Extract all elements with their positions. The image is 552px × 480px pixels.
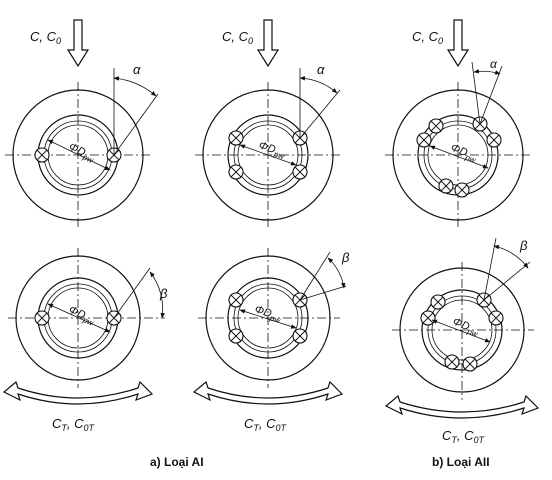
axial-load-arrow bbox=[446, 19, 470, 68]
angle-beta-label: β bbox=[159, 286, 168, 301]
ball-icon bbox=[488, 310, 504, 326]
panel-3: C, C0 α ΦDpw bbox=[385, 19, 532, 228]
ball-icon bbox=[454, 182, 470, 198]
angle-alpha-label: α bbox=[133, 62, 141, 77]
ball-icon bbox=[228, 292, 244, 308]
panel-2: C, C0 α ΦDpw bbox=[195, 19, 342, 228]
ball-icon bbox=[228, 130, 244, 146]
caption-type-aii: b) Loại AII bbox=[432, 455, 490, 469]
panel-6: β ΦDpw CT, C0T bbox=[384, 237, 540, 445]
torque-arrow bbox=[192, 380, 344, 405]
axial-load-label: C, C0 bbox=[222, 29, 253, 46]
torque-load-label: CT, C0T bbox=[442, 428, 486, 445]
ball-icon bbox=[444, 354, 460, 370]
pitch-diameter-label: ΦDpw bbox=[252, 303, 284, 325]
ball-icon bbox=[228, 164, 244, 180]
torque-arrow bbox=[2, 380, 154, 405]
angle-beta-label: β bbox=[519, 238, 528, 253]
ball-icon bbox=[416, 132, 432, 148]
ball-icon bbox=[428, 118, 444, 134]
ball-icon bbox=[462, 356, 478, 372]
ball-icon bbox=[438, 178, 454, 194]
ball-icon bbox=[292, 164, 308, 180]
torque-load-label: CT, C0T bbox=[244, 416, 288, 433]
panel-1: C, C0 α ΦDpw bbox=[5, 19, 159, 228]
angle-alpha-label: α bbox=[317, 62, 325, 77]
angle-alpha-label: α bbox=[490, 57, 498, 71]
angle-beta-label: β bbox=[341, 250, 350, 265]
ball-icon bbox=[430, 294, 446, 310]
axial-load-label: C, C0 bbox=[412, 29, 443, 46]
ball-icon bbox=[292, 328, 308, 344]
pitch-diameter-label: ΦDpw bbox=[448, 142, 480, 166]
pitch-diameter-label: ΦDpw bbox=[450, 316, 482, 340]
ball-icon bbox=[420, 310, 436, 326]
caption-type-ai: a) Loại AI bbox=[150, 455, 204, 469]
axial-load-label: C, C0 bbox=[30, 29, 61, 46]
ball-icon bbox=[228, 328, 244, 344]
torque-load-label: CT, C0T bbox=[52, 416, 96, 433]
panel-5: β ΦDpw CT, C0T bbox=[192, 248, 350, 433]
axial-load-arrow bbox=[256, 19, 280, 68]
ball-icon bbox=[34, 310, 50, 326]
torque-arrow bbox=[384, 394, 540, 419]
panel-4: β ΦDpw CT, C0T bbox=[2, 248, 168, 433]
pitch-diameter-label: ΦDpw bbox=[256, 139, 288, 161]
ball-icon bbox=[486, 132, 502, 148]
ball-icon bbox=[34, 147, 50, 163]
axial-load-arrow bbox=[66, 19, 90, 68]
